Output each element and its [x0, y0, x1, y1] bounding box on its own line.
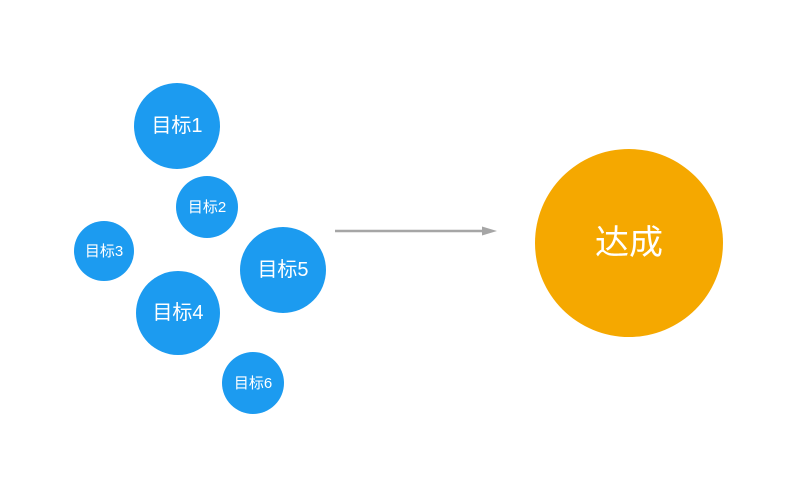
goal-label-6: 目标6	[233, 374, 273, 392]
goal-circle-3: 目标3	[74, 221, 134, 281]
goal-label-1: 目标1	[151, 115, 203, 137]
goal-label-2: 目标2	[187, 198, 227, 216]
right-arrow-icon	[335, 226, 497, 236]
goal-circle-4: 目标4	[136, 271, 220, 355]
goal-label-3: 目标3	[84, 242, 124, 260]
goal-circle-1: 目标1	[134, 83, 220, 169]
goal-circle-6: 目标6	[222, 352, 284, 414]
goal-circle-2: 目标2	[176, 176, 238, 238]
goal-label-5: 目标5	[257, 259, 309, 281]
result-label: 达成	[595, 224, 663, 262]
goal-label-4: 目标4	[152, 302, 204, 324]
goal-circle-5: 目标5	[240, 227, 326, 313]
result-circle: 达成	[535, 149, 723, 337]
